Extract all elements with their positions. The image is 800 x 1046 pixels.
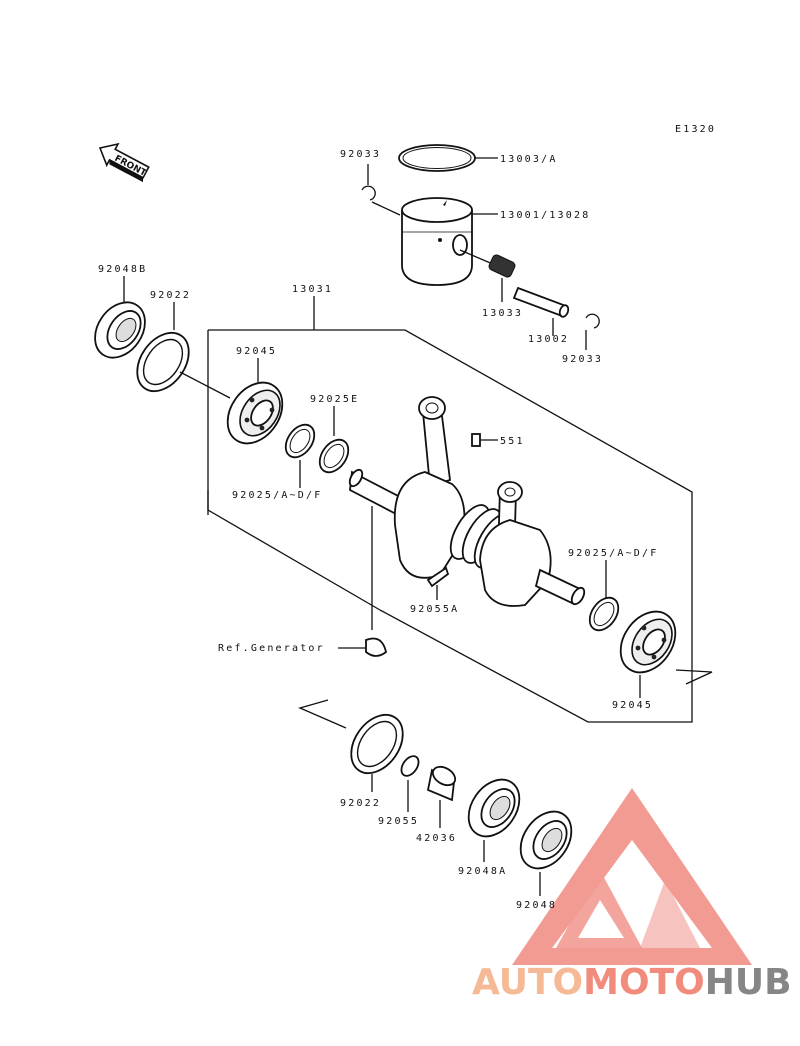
shim-left [136, 332, 190, 392]
label-92033-top: 92033 [340, 149, 381, 160]
label-92025e: 92025E [310, 394, 359, 405]
label-ref-generator: Ref.Generator [218, 643, 325, 654]
watermark-logo [512, 788, 752, 965]
label-92022-top: 92022 [150, 290, 191, 301]
circlip-top [361, 185, 376, 201]
label-92025-left: 92025/A~D/F [232, 490, 322, 501]
label-92048: 92048 [516, 900, 557, 911]
woodruff-key [365, 637, 388, 657]
label-92022-bottom: 92022 [340, 798, 381, 809]
ball-bearing-left [226, 381, 284, 445]
dowel-pin [471, 433, 481, 447]
label-92045-top: 92045 [236, 346, 277, 357]
circlip-bottom [585, 313, 600, 329]
label-13033: 13033 [482, 308, 523, 319]
oil-seal-left [94, 301, 146, 359]
collar [426, 765, 457, 802]
label-92055: 92055 [378, 816, 419, 827]
label-551: 551 [500, 436, 525, 447]
label-92025-right: 92025/A~D/F [568, 548, 658, 559]
o-ring [400, 755, 420, 777]
oil-seal-92048 [519, 810, 573, 870]
crankshaft [348, 396, 586, 607]
piston [401, 197, 473, 286]
label-92048a: 92048A [458, 866, 507, 877]
piston-pin [512, 286, 570, 318]
needle-bearing [459, 249, 516, 278]
label-42036: 42036 [416, 833, 457, 844]
label-92045-bottom: 92045 [612, 700, 653, 711]
label-13003a: 13003/A [500, 154, 558, 165]
watermark-moto: MOTO [583, 962, 705, 1003]
ball-bearing-right [619, 610, 677, 674]
diagram-code: E1320 [675, 124, 716, 135]
label-92033-bottom: 92033 [562, 354, 603, 365]
watermark-brand-text: AUTOMOTOHUB [472, 962, 792, 1003]
shim-lower [350, 714, 404, 774]
piston-ring [398, 144, 476, 172]
watermark-auto: AUTO [472, 962, 584, 1003]
label-92048b: 92048B [98, 264, 147, 275]
label-13001-13028: 13001/13028 [500, 210, 590, 221]
label-13002: 13002 [528, 334, 569, 345]
label-92055a: 92055A [410, 604, 459, 615]
watermark-hub: HUB [704, 962, 792, 1003]
oil-seal-92048a [467, 778, 521, 838]
front-arrow-icon: FRONT [98, 142, 150, 183]
label-13031: 13031 [292, 284, 333, 295]
